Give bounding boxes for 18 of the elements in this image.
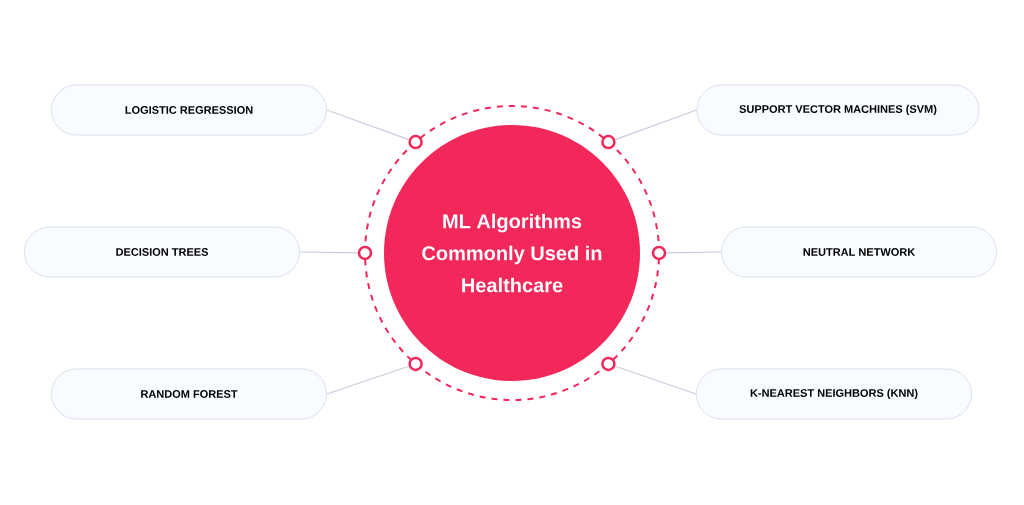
algorithm-pill: RANDOM FOREST (51, 368, 327, 420)
ring-marker (601, 134, 616, 150)
algorithm-pill: NEUTRAL NETWORK (721, 226, 997, 278)
algorithm-pill: DECISION TREES (24, 226, 300, 278)
connector-line (299, 251, 359, 254)
connector-line (326, 365, 410, 395)
ring-marker (601, 356, 616, 372)
connector-line (665, 251, 722, 254)
algorithm-pill: LOGISTIC REGRESSION (51, 84, 327, 136)
ring-marker (408, 356, 423, 372)
connector-line (326, 109, 410, 141)
connector-line (614, 365, 697, 395)
ring-marker (408, 134, 423, 150)
algorithm-pill: K-NEAREST NEIGHBORS (KNN) (696, 368, 972, 420)
ring-marker (651, 245, 667, 261)
algorithm-pill: SUPPORT VECTOR MACHINES (SVM) (696, 84, 980, 136)
connector-line (614, 109, 698, 141)
ring-marker (357, 245, 373, 261)
